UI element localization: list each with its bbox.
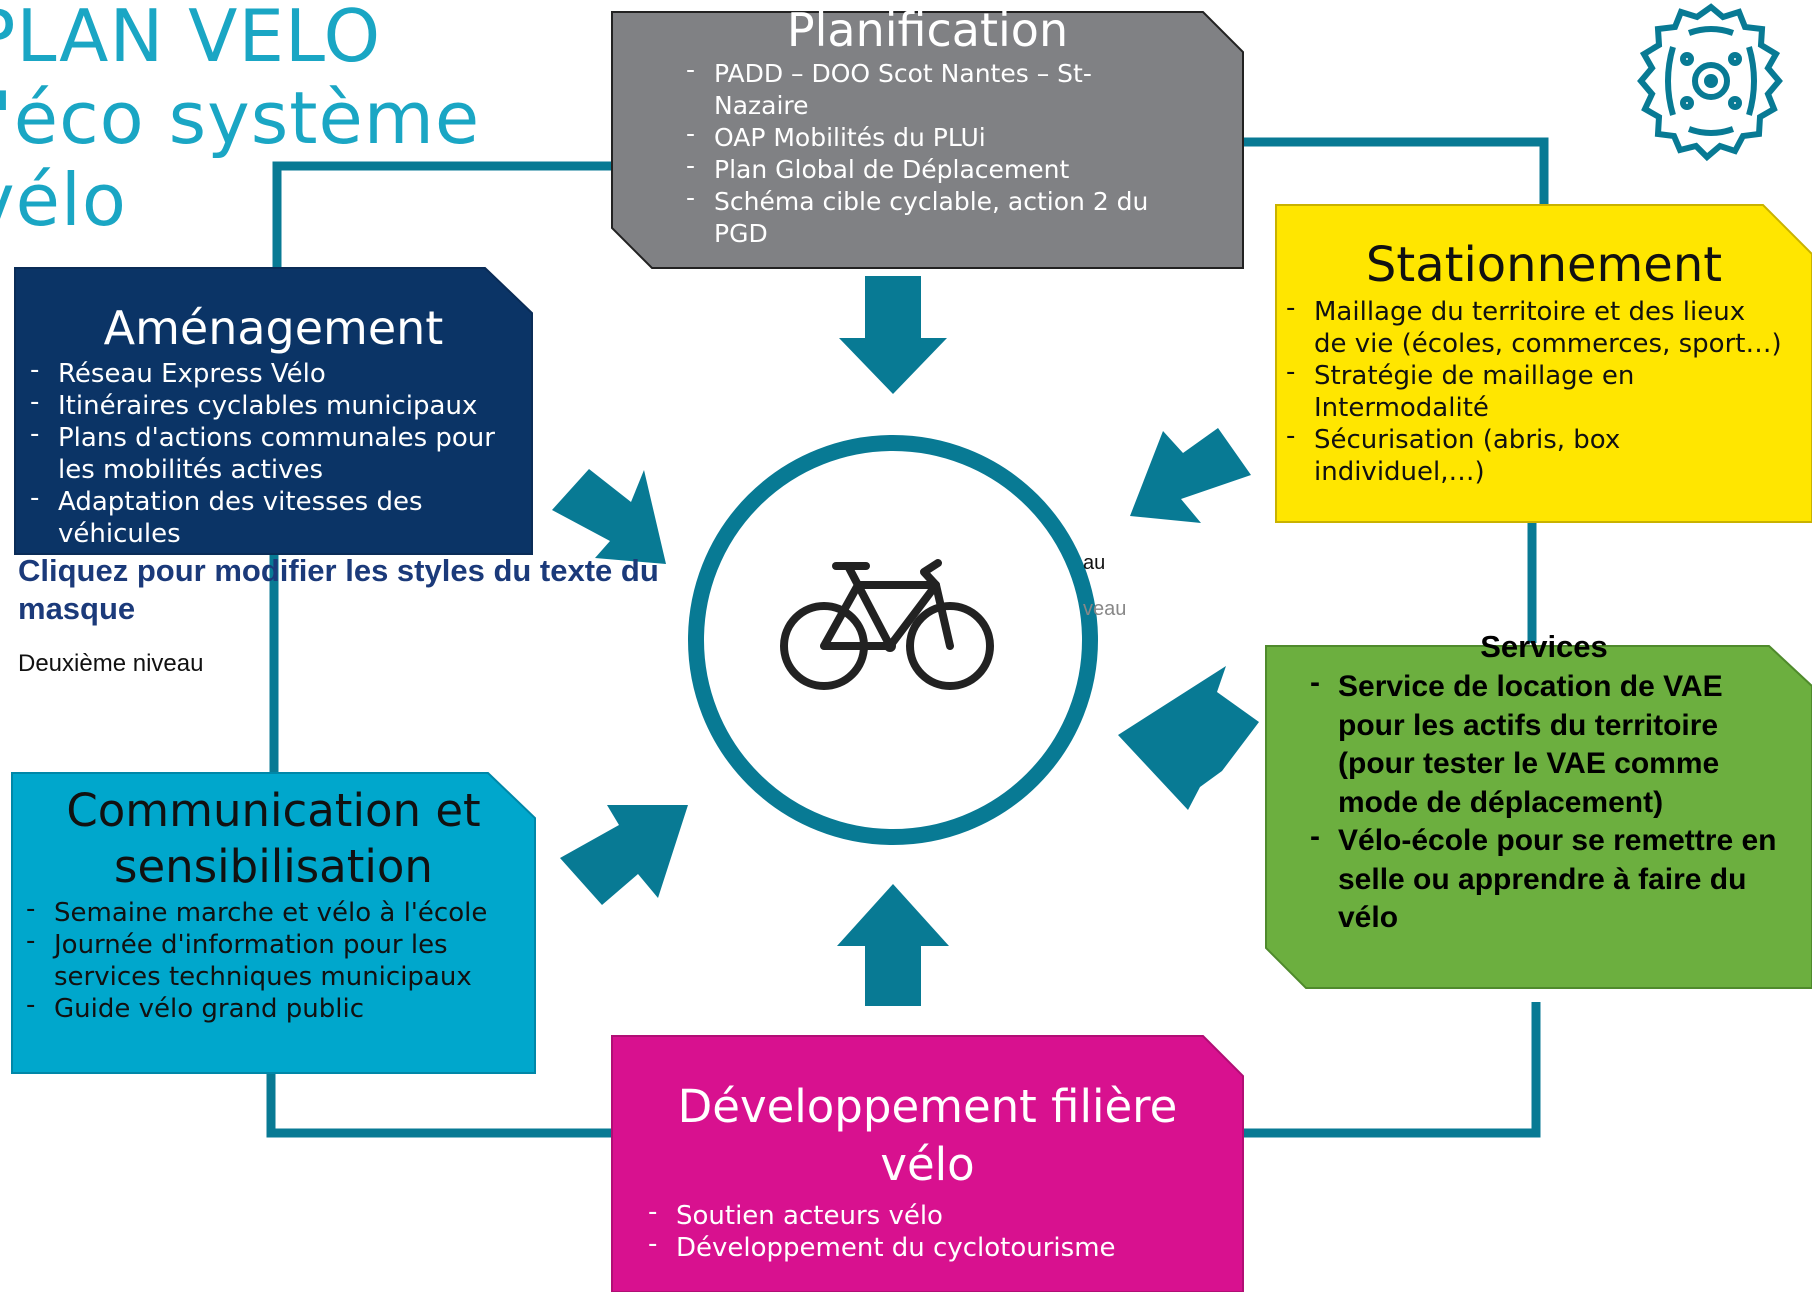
- arrow-from-amenagement: [552, 469, 666, 564]
- bicycle-icon: [780, 559, 994, 690]
- connector-planification-stationnement: [1242, 137, 1549, 205]
- connector-lines: [266, 137, 1549, 1138]
- page-title-line-2: l'éco système: [0, 76, 481, 160]
- developpement-title: Développement filière vélo: [677, 1080, 1178, 1191]
- developpement-item: Développement du cyclotourisme: [648, 1228, 1196, 1264]
- amenagement-item: Adaptation des vitesses des véhicules: [30, 482, 508, 550]
- arrow-from-stationnement: [1130, 428, 1251, 523]
- services-item: Vélo-école pour se remettre en selle ou …: [1310, 818, 1778, 938]
- planification-item: PADD – DOO Scot Nantes – St-Nazaire: [686, 54, 1184, 122]
- arrows: [552, 276, 1259, 1006]
- connector-planification-amenagement: [272, 161, 612, 292]
- box-stationnement: Stationnement Maillage du territoire et …: [1276, 234, 1812, 522]
- developpement-list: Soutien acteurs vélo Développement du cy…: [648, 1196, 1196, 1264]
- placeholder-heading: Cliquez pour modifier les styles du text…: [18, 553, 659, 626]
- page-title-line-3: vélo: [0, 158, 127, 242]
- box-communication: Communication et sensibilisation Semaine…: [12, 783, 535, 1073]
- stationnement-item: Maillage du territoire et des lieux de v…: [1286, 292, 1784, 360]
- planification-title: Planification: [786, 3, 1069, 57]
- communication-title: Communication et sensibilisation: [66, 784, 481, 893]
- placeholder-right-level-1: au: [1083, 552, 1106, 574]
- stationnement-title: Stationnement: [1365, 237, 1723, 293]
- amenagement-item: Itinéraires cyclables municipaux: [30, 386, 508, 422]
- connector-services-developpement: [1243, 1002, 1541, 1138]
- stationnement-list: Maillage du territoire et des lieux de v…: [1286, 292, 1784, 488]
- communication-list: Semaine marche et vélo à l'école Journée…: [26, 893, 514, 1025]
- arrow-from-developpement: [837, 884, 949, 1006]
- services-title: Services: [1480, 629, 1608, 664]
- page-title-line-1: PLAN VELO: [0, 0, 382, 78]
- communication-item: Journée d'information pour les services …: [26, 925, 514, 993]
- arrow-from-planification: [839, 276, 947, 394]
- box-planification: Planification PADD – DOO Scot Nantes – S…: [612, 2, 1243, 268]
- arrow-from-communication: [560, 805, 688, 905]
- amenagement-item: Réseau Express Vélo: [30, 354, 508, 390]
- placeholder-second-level: Deuxième niveau: [18, 650, 204, 677]
- developpement-item: Soutien acteurs vélo: [648, 1196, 1196, 1232]
- amenagement-list: Réseau Express Vélo Itinéraires cyclable…: [30, 354, 508, 550]
- placeholder-right-level-2: veau: [1083, 598, 1127, 620]
- planification-item: Schéma cible cyclable, action 2 du PGD: [686, 182, 1184, 250]
- planification-item: Plan Global de Déplacement: [686, 150, 1184, 186]
- planification-list: PADD – DOO Scot Nantes – St-Nazaire OAP …: [686, 54, 1184, 250]
- stationnement-item: Sécurisation (abris, box individuel,…): [1286, 420, 1784, 488]
- planification-item: OAP Mobilités du PLUi: [686, 118, 1184, 154]
- connector-communication-developpement: [266, 1068, 612, 1138]
- amenagement-title: Aménagement: [103, 301, 444, 355]
- amenagement-item: Plans d'actions communales pour les mobi…: [30, 418, 508, 486]
- box-developpement: Développement filière vélo Soutien acteu…: [612, 1078, 1243, 1292]
- services-list: Service de location de VAE pour les acti…: [1310, 664, 1778, 938]
- communication-item: Guide vélo grand public: [26, 989, 514, 1025]
- services-item: Service de location de VAE pour les acti…: [1310, 664, 1778, 822]
- communication-item: Semaine marche et vélo à l'école: [26, 893, 514, 929]
- gear-bike-icon: [1637, 3, 1783, 162]
- box-amenagement: Aménagement Réseau Express Vélo Itinérai…: [15, 298, 532, 554]
- box-services: Services Service de location de VAE pour…: [1266, 626, 1812, 1006]
- stationnement-item: Stratégie de maillage en Intermodalité: [1286, 356, 1784, 424]
- arrow-from-services: [1118, 666, 1259, 810]
